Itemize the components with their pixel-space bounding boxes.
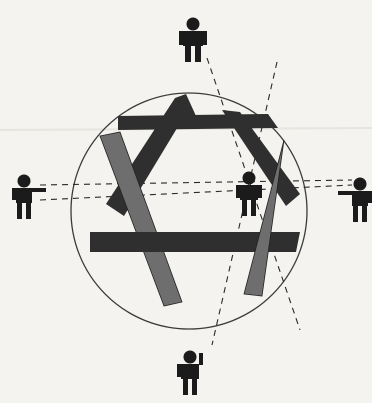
bar-top <box>118 114 278 130</box>
